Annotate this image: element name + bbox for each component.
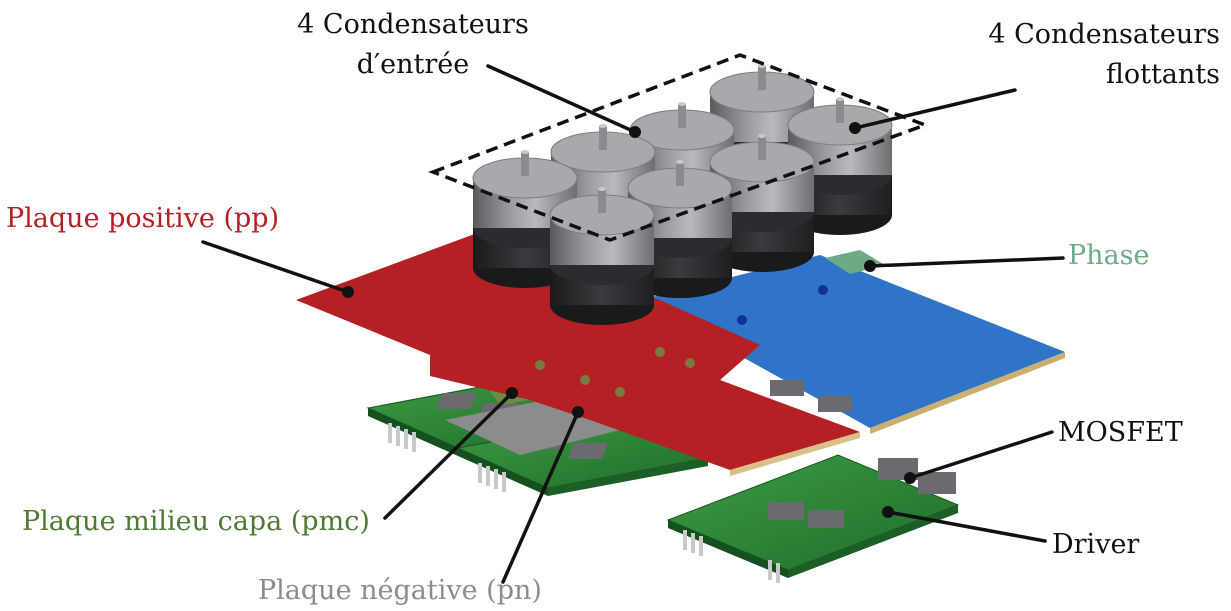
label-input-caps-line1: 4 Condensateurs [297, 9, 529, 40]
label-floating-caps-line1: 4 Condensateurs [988, 19, 1220, 50]
capacitor-group-outline [428, 53, 931, 242]
leader-driver [886, 510, 1047, 543]
leader-input-caps [486, 64, 637, 134]
leader-positive-plate [201, 240, 350, 294]
capacitor [549, 186, 655, 326]
leader-negative-plate [501, 410, 580, 584]
label-mosfet: MOSFET [1058, 417, 1183, 448]
positive-plate [296, 232, 860, 476]
leader-phase [868, 256, 1065, 268]
label-input-caps-line2: d′entrée [356, 49, 470, 80]
leader-floating-caps [853, 88, 1017, 130]
leader-mosfet [908, 430, 1054, 480]
label-driver: Driver [1052, 529, 1140, 560]
label-floating-caps: 4 Condensateurs flottants [965, 20, 1220, 90]
label-positive-plate: Plaque positive (pp) [6, 203, 280, 234]
phase-plate [640, 250, 1065, 434]
label-floating-caps-line2: flottants [1105, 59, 1220, 90]
label-middle-plate: Plaque milieu capa (pmc) [22, 506, 370, 537]
label-input-caps: 4 Condensateurs d′entrée [268, 10, 558, 80]
label-negative-plate: Plaque négative (pn) [258, 575, 542, 606]
label-phase: Phase [1068, 240, 1150, 271]
leader-middle-plate [383, 391, 514, 520]
